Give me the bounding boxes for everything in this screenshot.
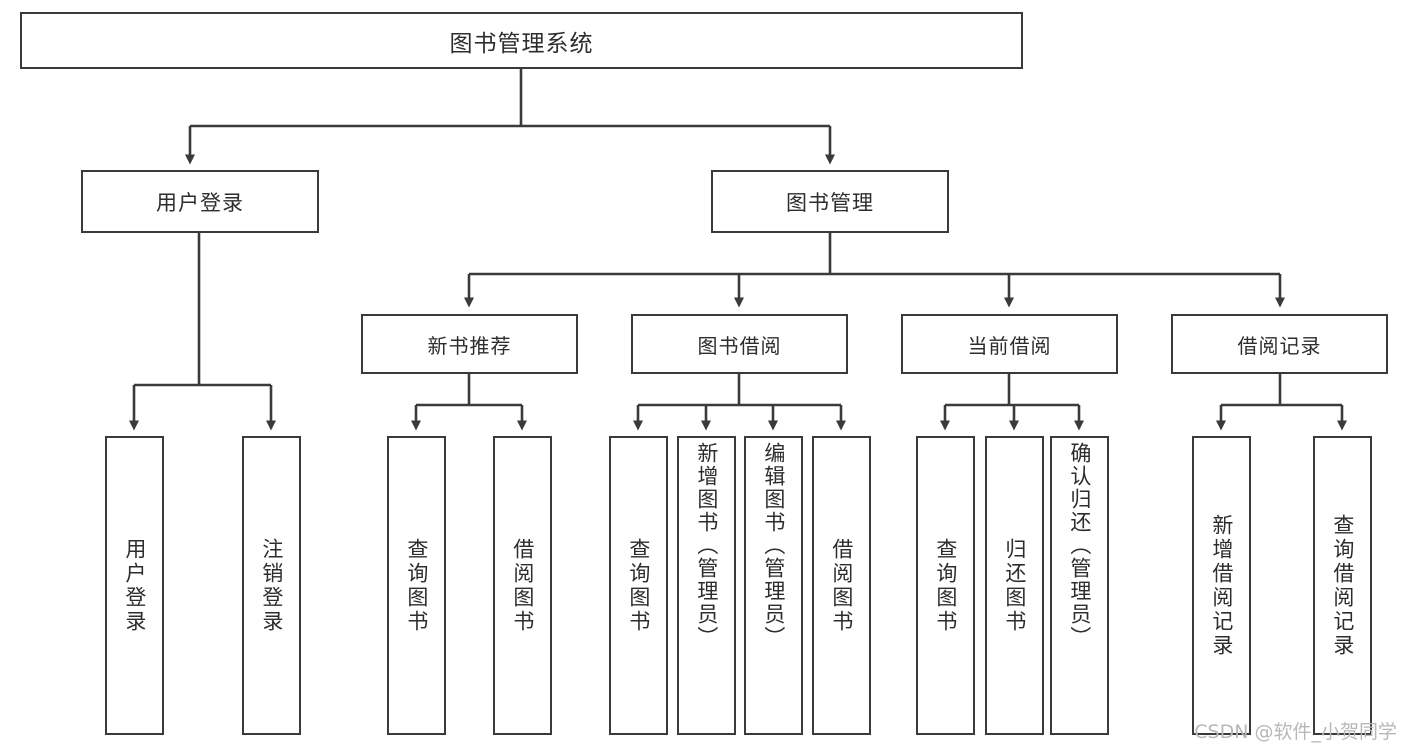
- node-label: 图书管理: [786, 190, 874, 215]
- leaf-borrow-edit-book-admin[interactable]: 编辑图书（管理员）: [744, 436, 803, 735]
- node-label: 归还图书: [1002, 537, 1027, 634]
- node-user-login[interactable]: 用户登录: [81, 170, 319, 233]
- node-root-book-management-system[interactable]: 图书管理系统: [20, 12, 1023, 69]
- node-label: 借阅记录: [1237, 333, 1322, 358]
- node-book-borrow[interactable]: 图书借阅: [631, 314, 848, 374]
- leaf-recommend-query-book[interactable]: 查询图书: [387, 436, 446, 735]
- leaf-borrow-add-book-admin[interactable]: 新增图书（管理员）: [677, 436, 736, 735]
- node-label: 注销登录: [259, 537, 284, 634]
- leaf-recommend-borrow-book[interactable]: 借阅图书: [493, 436, 552, 735]
- leaf-record-query-borrow-record[interactable]: 查询借阅记录: [1313, 436, 1372, 735]
- leaf-borrow-borrow-book[interactable]: 借阅图书: [812, 436, 871, 735]
- node-label: 用户登录: [156, 190, 244, 215]
- node-label: 图书管理系统: [449, 30, 594, 57]
- node-label: 用户登录: [122, 537, 147, 634]
- node-label: 确认归还（管理员）: [1067, 442, 1092, 649]
- node-label: 编辑图书（管理员）: [761, 442, 786, 649]
- node-label: 新增图书（管理员）: [694, 442, 719, 649]
- leaf-current-confirm-return-admin[interactable]: 确认归还（管理员）: [1050, 436, 1109, 735]
- node-label: 查询图书: [626, 537, 651, 634]
- node-new-book-recommend[interactable]: 新书推荐: [361, 314, 578, 374]
- leaf-record-add-borrow-record[interactable]: 新增借阅记录: [1192, 436, 1251, 735]
- node-label: 借阅图书: [829, 537, 854, 634]
- node-label: 借阅图书: [510, 537, 535, 634]
- node-current-borrow[interactable]: 当前借阅: [901, 314, 1118, 374]
- leaf-user-login-logout[interactable]: 注销登录: [242, 436, 301, 735]
- leaf-current-return-book[interactable]: 归还图书: [985, 436, 1044, 735]
- node-book-management[interactable]: 图书管理: [711, 170, 949, 233]
- node-borrow-record[interactable]: 借阅记录: [1171, 314, 1388, 374]
- node-label: 查询借阅记录: [1330, 513, 1355, 658]
- node-label: 新增借阅记录: [1209, 513, 1234, 658]
- leaf-borrow-query-book[interactable]: 查询图书: [609, 436, 668, 735]
- node-label: 查询图书: [933, 537, 958, 634]
- node-label: 新书推荐: [427, 333, 512, 358]
- leaf-user-login-login[interactable]: 用户登录: [105, 436, 164, 735]
- node-label: 查询图书: [404, 537, 429, 634]
- node-label: 图书借阅: [697, 333, 782, 358]
- leaf-current-query-book[interactable]: 查询图书: [916, 436, 975, 735]
- node-label: 当前借阅: [967, 333, 1052, 358]
